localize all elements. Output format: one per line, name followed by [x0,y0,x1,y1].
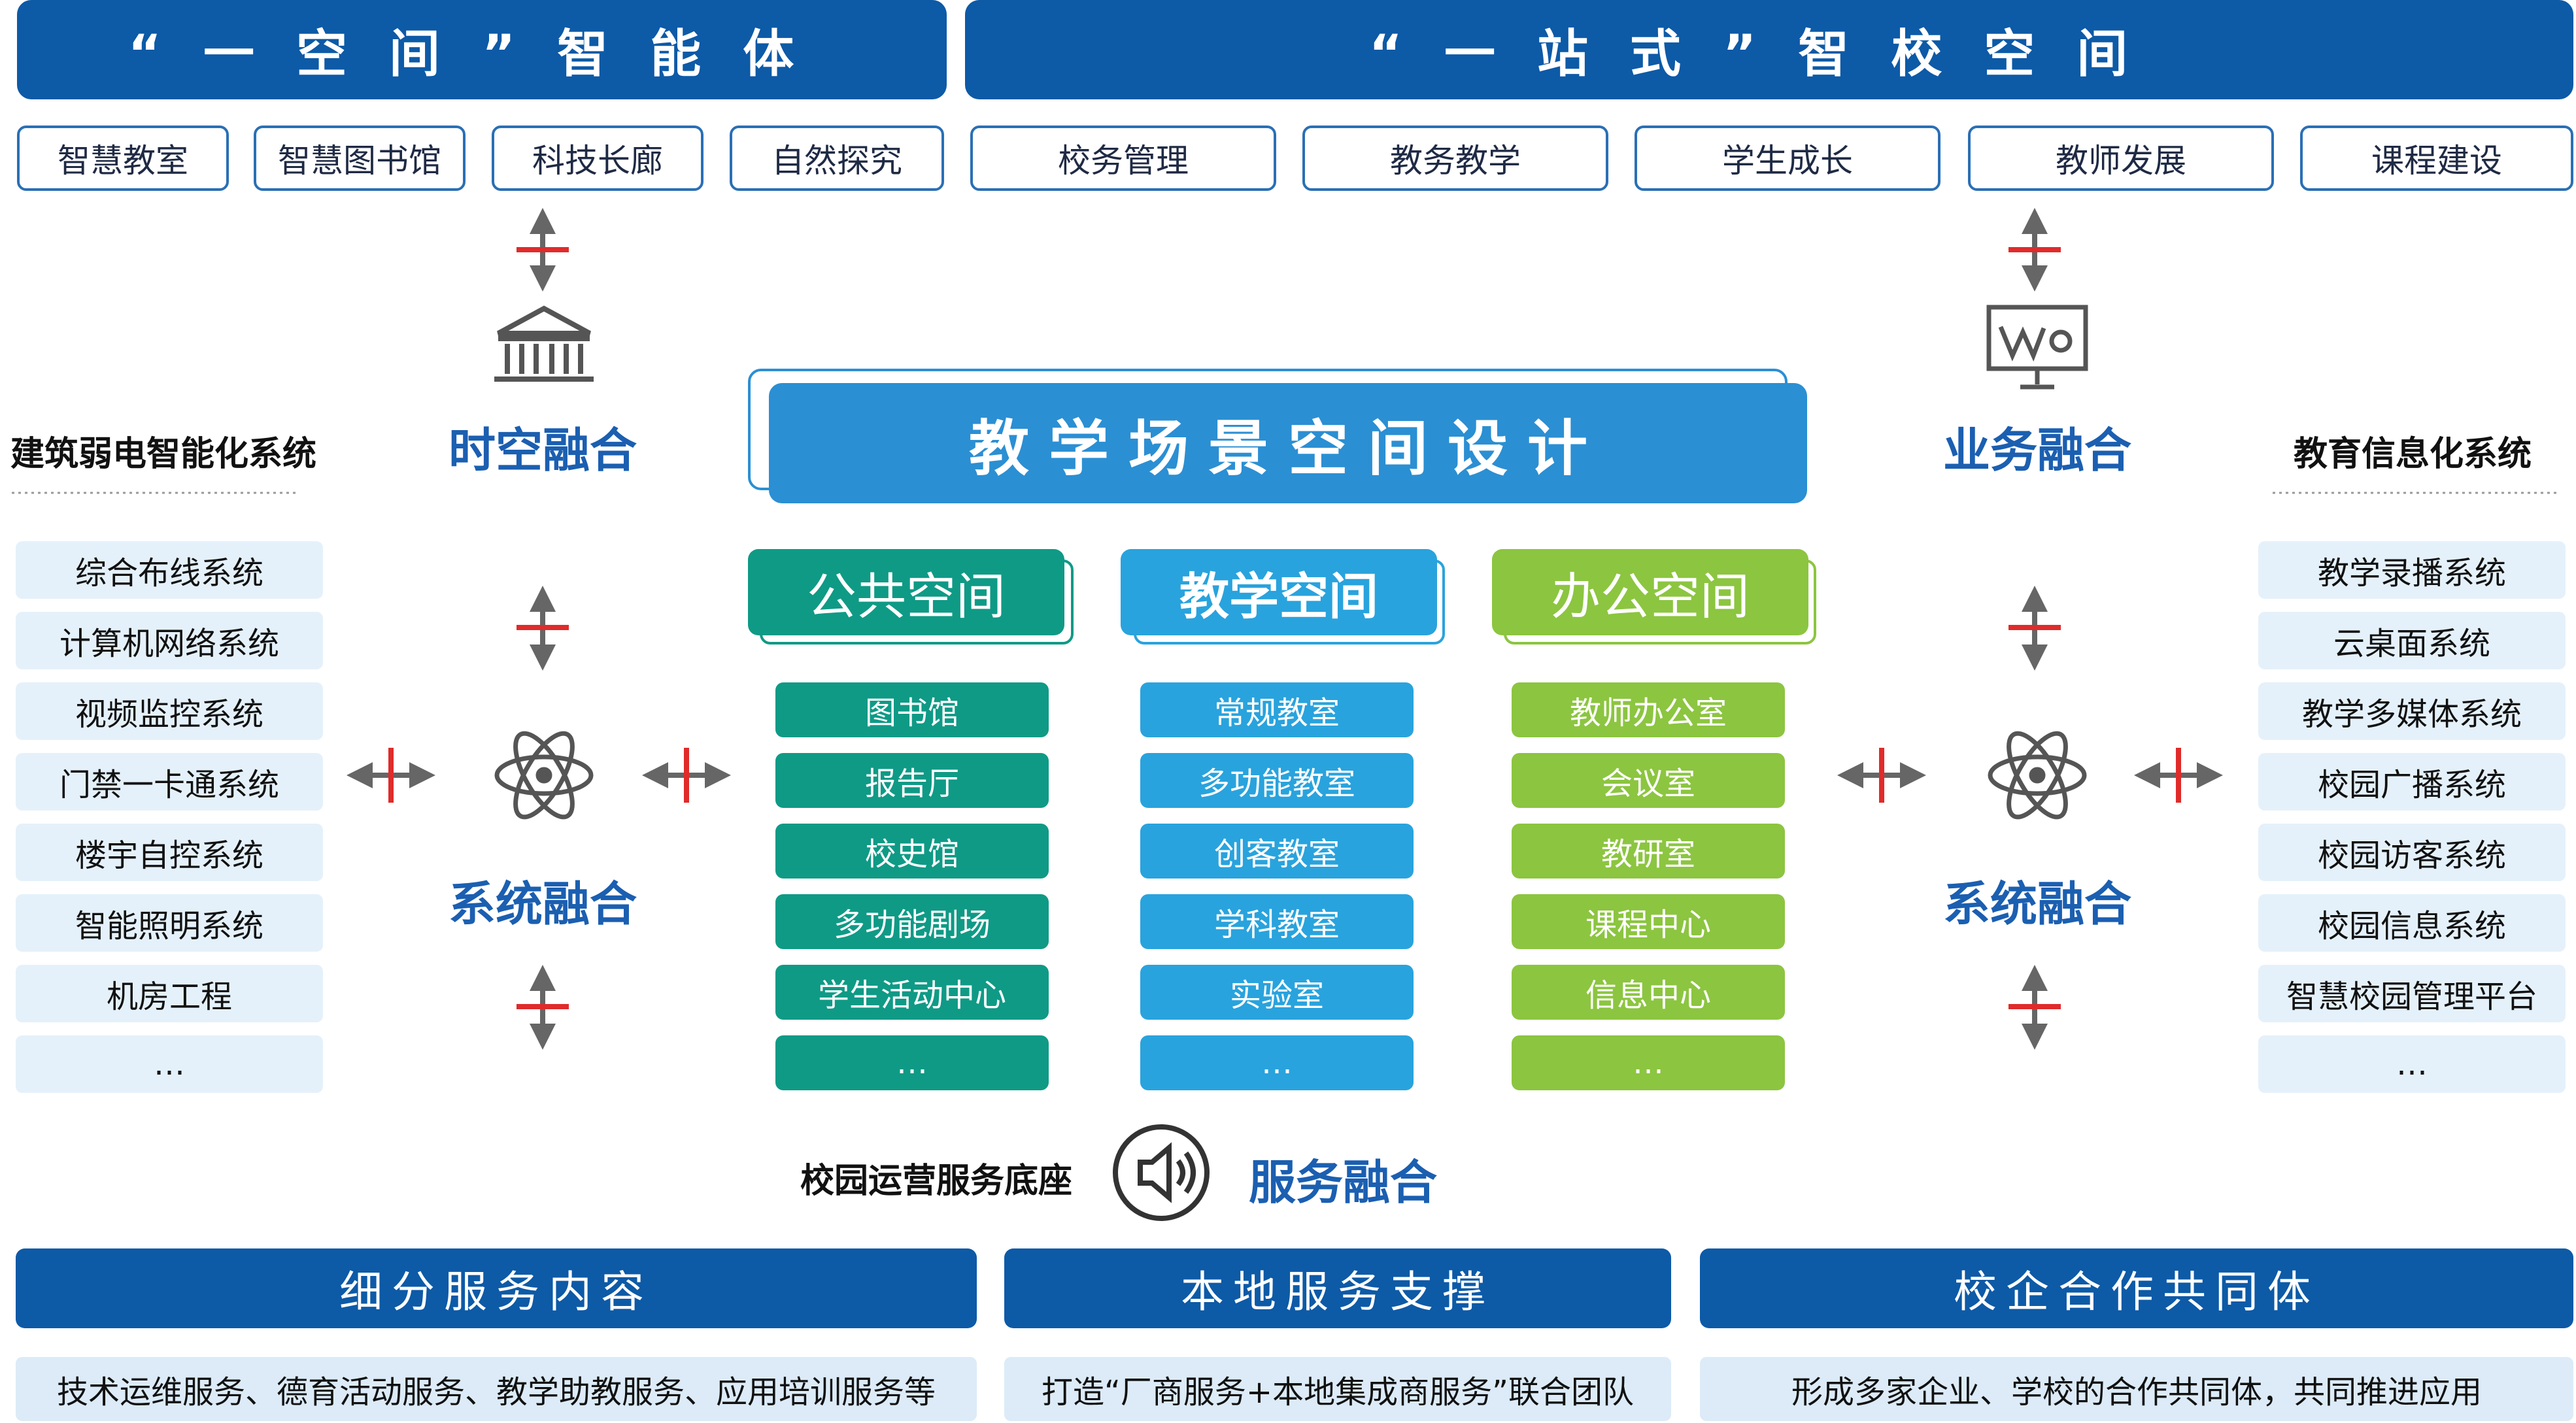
public-space-title: 公共空间 [748,549,1064,635]
list-item[interactable]: … [1140,1035,1414,1090]
office-space-title: 办公空间 [1492,549,1808,635]
double-arrow-icon [2134,748,2223,803]
list-item[interactable]: 综合布线系统 [16,541,323,599]
chip-school-affairs[interactable]: 校务管理 [970,126,1276,191]
teaching-space-title: 教学空间 [1121,549,1437,635]
list-item[interactable]: 多功能教室 [1140,753,1414,808]
double-arrow-icon [2008,208,2061,292]
list-item[interactable]: 报告厅 [775,753,1049,808]
service-base-label: 校园运营服务底座 [800,1162,1072,1201]
chip-course-building[interactable]: 课程建设 [2300,126,2573,191]
bottom-desc-local-support: 打造“厂商服务+本地集成商服务”联合团队 [1004,1357,1671,1421]
double-arrow-icon [2008,586,2061,671]
chip-smart-classroom[interactable]: 智慧教室 [17,126,229,191]
double-arrow-icon [347,748,435,803]
list-item[interactable]: 教学录播系统 [2258,541,2566,599]
list-item[interactable]: 云桌面系统 [2258,612,2566,669]
list-item[interactable]: … [2258,1035,2566,1093]
bottom-desc-service-content: 技术运维服务、德育活动服务、教学助教服务、应用培训服务等 [16,1357,977,1421]
list-item[interactable]: 校史馆 [775,824,1049,879]
list-item[interactable]: 图书馆 [775,682,1049,737]
right-system-fusion-heading: 系统融合 [1942,877,2131,931]
atom-icon [1988,731,2087,820]
list-item[interactable]: … [775,1035,1049,1090]
list-item[interactable]: 常规教室 [1140,682,1414,737]
chip-teaching-affairs[interactable]: 教务教学 [1302,126,1608,191]
chip-nature-exploration[interactable]: 自然探究 [730,126,944,191]
left-top-banner: “一空间”智能体 [17,0,947,99]
list-item[interactable]: 教研室 [1512,824,1785,879]
list-item[interactable]: 视频监控系统 [16,682,323,740]
list-item[interactable]: 计算机网络系统 [16,612,323,669]
left-system-list: 综合布线系统 计算机网络系统 视频监控系统 门禁一卡通系统 楼宇自控系统 智能照… [16,541,323,1093]
public-space-rooms: 图书馆 报告厅 校史馆 多功能剧场 学生活动中心 … [775,682,1049,1090]
building-icon [494,305,594,382]
list-item[interactable]: 机房工程 [16,965,323,1022]
list-item[interactable]: … [16,1035,323,1093]
service-fusion-heading: 服务融合 [1249,1155,1438,1210]
list-item[interactable]: 课程中心 [1512,894,1785,949]
bottom-banner-service-content: 细分服务内容 [16,1248,977,1328]
bottom-banner-local-support: 本地服务支撑 [1004,1248,1671,1328]
chip-teacher-development[interactable]: 教师发展 [1968,126,2274,191]
right-system-title: 教育信息化系统 [2293,435,2532,474]
business-fusion-heading: 业务融合 [1942,423,2131,478]
bottom-banner-school-enterprise: 校企合作共同体 [1700,1248,2573,1328]
chip-smart-library[interactable]: 智慧图书馆 [254,126,466,191]
right-top-banner: “一站式”智校空间 [965,0,2573,99]
list-item[interactable]: 门禁一卡通系统 [16,753,323,811]
double-arrow-icon [2008,965,2061,1050]
list-item[interactable]: 教师办公室 [1512,682,1785,737]
center-title: 教学场景空间设计 [769,383,1807,503]
list-item[interactable]: … [1512,1035,1785,1090]
list-item[interactable]: 校园访客系统 [2258,824,2566,881]
list-item[interactable]: 学生活动中心 [775,965,1049,1020]
left-system-fusion-heading: 系统融合 [448,877,637,931]
list-item[interactable]: 智慧校园管理平台 [2258,965,2566,1022]
list-item[interactable]: 创客教室 [1140,824,1414,879]
list-item[interactable]: 多功能剧场 [775,894,1049,949]
list-item[interactable]: 学科教室 [1140,894,1414,949]
list-item[interactable]: 教学多媒体系统 [2258,682,2566,740]
list-item[interactable]: 校园信息系统 [2258,894,2566,952]
speaker-icon [1113,1124,1210,1221]
teaching-space-rooms: 常规教室 多功能教室 创客教室 学科教室 实验室 … [1140,682,1414,1090]
double-arrow-icon [517,965,569,1050]
double-arrow-icon [1837,748,1926,803]
right-system-list: 教学录播系统 云桌面系统 教学多媒体系统 校园广播系统 校园访客系统 校园信息系… [2258,541,2566,1093]
list-item[interactable]: 信息中心 [1512,965,1785,1020]
atom-icon [494,731,594,820]
list-item[interactable]: 会议室 [1512,753,1785,808]
double-arrow-icon [517,586,569,671]
list-item[interactable]: 校园广播系统 [2258,753,2566,811]
bottom-desc-school-enterprise: 形成多家企业、学校的合作共同体，共同推进应用 [1700,1357,2573,1421]
list-item[interactable]: 智能照明系统 [16,894,323,952]
chip-tech-corridor[interactable]: 科技长廊 [492,126,703,191]
double-arrow-icon [517,208,569,292]
double-arrow-icon [642,748,731,803]
left-system-title: 建筑弱电智能化系统 [10,435,316,474]
presentation-board-icon [1986,305,2088,390]
list-item[interactable]: 实验室 [1140,965,1414,1020]
office-space-rooms: 教师办公室 会议室 教研室 课程中心 信息中心 … [1512,682,1785,1090]
space-time-fusion-heading: 时空融合 [448,423,637,478]
list-item[interactable]: 楼宇自控系统 [16,824,323,881]
chip-student-growth[interactable]: 学生成长 [1635,126,1940,191]
